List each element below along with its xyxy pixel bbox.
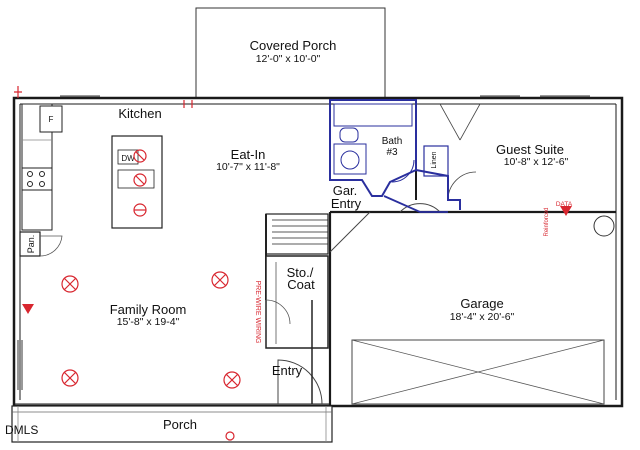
- dishwasher-label: DW: [121, 154, 135, 163]
- storage-title-line1: Sto./: [287, 265, 314, 280]
- storage-closet: [265, 255, 329, 349]
- garage-entry-title-line1: Gar.: [333, 183, 358, 198]
- eat-in-title: Eat-In: [231, 147, 266, 162]
- reinforced-note: Reinforced: [544, 207, 550, 236]
- entry-door: [277, 300, 323, 405]
- storage-title-line2: Coat: [287, 277, 315, 292]
- windows: [17, 95, 590, 390]
- porch-outline: [11, 405, 333, 443]
- electrical-symbols: [14, 86, 572, 441]
- garage-entry-door: [399, 203, 441, 213]
- linen-label: Linen: [431, 151, 438, 168]
- family-room-dims: 15'-8" x 19-4": [117, 316, 180, 328]
- porch-title: Porch: [163, 417, 197, 432]
- bathtub: [333, 103, 413, 127]
- cooktop: [21, 167, 53, 191]
- garage-entry-title-line2: Entry: [331, 196, 362, 211]
- bath-3: [329, 99, 461, 213]
- garage-title: Garage: [460, 296, 503, 311]
- garage-dims: 18'-4" x 20'-6": [450, 311, 515, 323]
- wiring-note: PRE-WIRE WIRING: [254, 281, 261, 344]
- garage-walls: [328, 210, 616, 406]
- entry-title: Entry: [272, 363, 303, 378]
- fridge: [39, 105, 63, 133]
- stairs: [265, 213, 329, 300]
- fridge-label: F: [49, 115, 54, 124]
- kitchen-title: Kitchen: [118, 106, 161, 121]
- covered-porch-dims: 12'-0" x 10'-0": [256, 53, 321, 65]
- water-heater: [593, 215, 615, 237]
- linen-closet: [423, 145, 449, 177]
- pantry-label: Pan.: [26, 235, 36, 254]
- bath-number: #3: [386, 147, 398, 158]
- guest-suite-dims: 10'-8" x 12'-6": [504, 156, 569, 168]
- kitchen-island: [111, 135, 163, 229]
- toilet: [339, 127, 359, 143]
- covered-porch-title: Covered Porch: [250, 38, 337, 53]
- eat-in-dims: 10'-7" x 11'-8": [216, 161, 280, 173]
- data-note: DATA: [556, 201, 573, 208]
- kitchen-counter: [21, 103, 63, 231]
- pantry: [19, 231, 63, 257]
- mls-watermark: DMLS: [5, 423, 38, 437]
- bath-title: Bath: [382, 136, 403, 147]
- guest-suite-title: Guest Suite: [496, 142, 564, 157]
- covered-porch-outline: [195, 7, 386, 99]
- family-room-title: Family Room: [110, 302, 187, 317]
